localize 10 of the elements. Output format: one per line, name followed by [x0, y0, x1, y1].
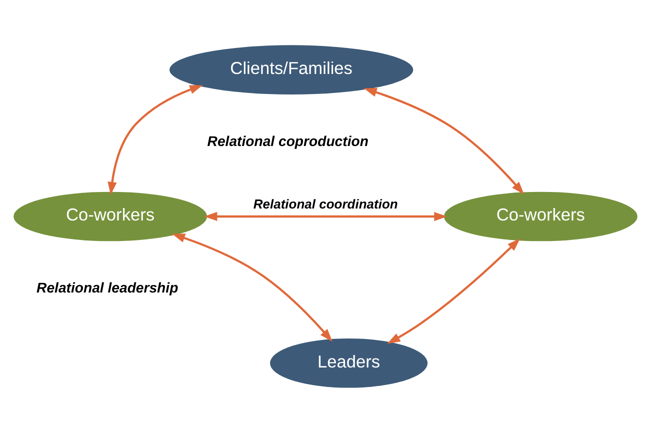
node-ellipse: Leaders	[270, 338, 428, 388]
edge-label: Relational coordination	[253, 196, 398, 211]
arrow	[108, 84, 203, 194]
node-ellipse: Co-workers	[444, 191, 638, 241]
label: Relational coproduction	[207, 132, 368, 148]
arrow	[364, 87, 524, 194]
arrow	[172, 233, 332, 342]
label: Relational leadership	[36, 278, 178, 295]
arrow	[387, 238, 520, 344]
arrow	[204, 211, 448, 221]
